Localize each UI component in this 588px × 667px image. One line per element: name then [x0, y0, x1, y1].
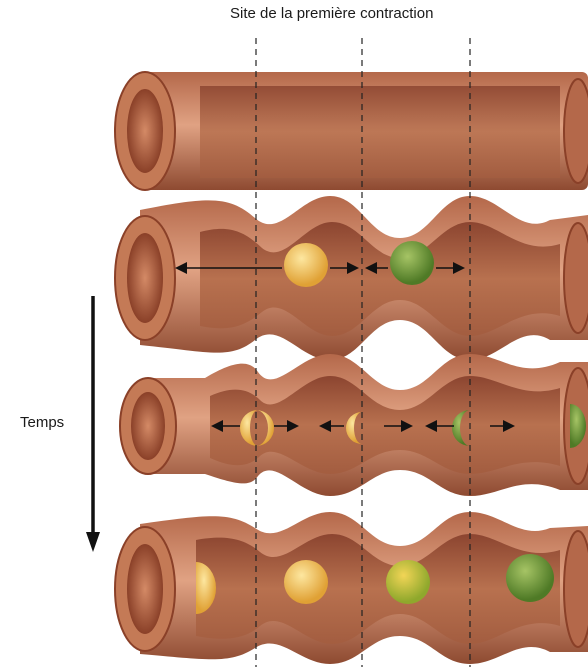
stage-first-contraction [115, 196, 588, 360]
tube-end-rim [564, 223, 588, 333]
food-bolus-yellow [284, 243, 328, 287]
tube-end-rim [564, 531, 588, 647]
tube-cutaway [200, 86, 560, 178]
food-bolus-green [506, 554, 554, 602]
tube-lumen-opening [127, 233, 163, 323]
food-bolus-yellow [284, 560, 328, 604]
food-bolus-yellow-green [386, 560, 430, 604]
tube-lumen-opening [131, 392, 165, 460]
food-bolus-green [390, 241, 434, 285]
time-arrow-head [86, 532, 100, 552]
tube-lumen-opening [127, 544, 163, 634]
stage-relaxed-tube [115, 72, 588, 190]
stage-segmentation [120, 354, 588, 496]
tube-end-rim [564, 79, 588, 183]
tube-lumen-opening [127, 89, 163, 173]
stage-later-segmentation [115, 512, 588, 664]
